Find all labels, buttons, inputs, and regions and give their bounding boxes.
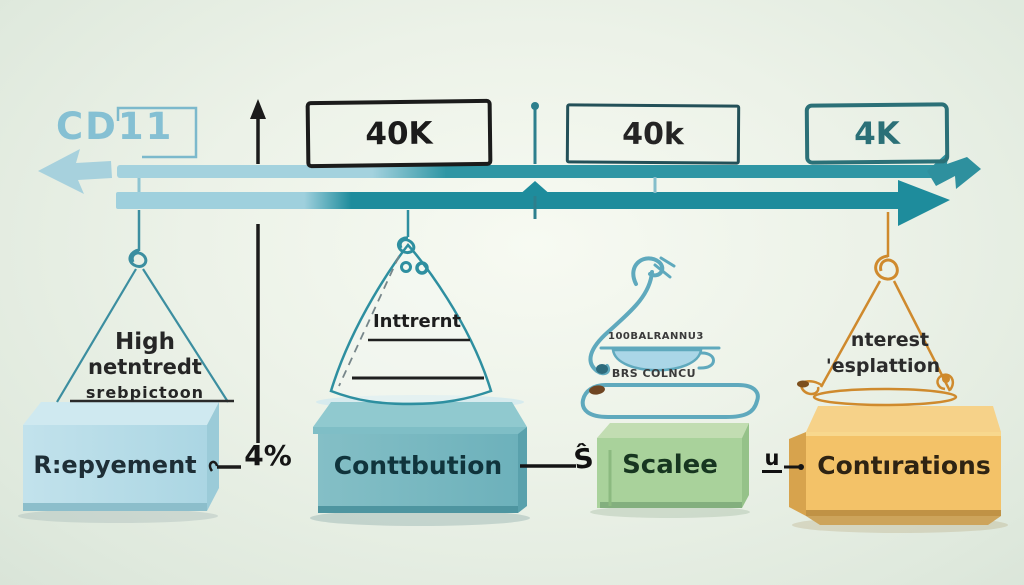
caption-line: High	[115, 329, 175, 355]
caption-line: srebpictoon	[85, 383, 205, 402]
teacup-bottom-text: BRS COLNCU	[611, 367, 697, 380]
up-arrowhead-icon	[518, 181, 552, 196]
connector-lines	[208, 460, 804, 472]
contributions-box-3d	[789, 406, 1001, 525]
teacup-top-text: 100BALRANNU3	[608, 331, 704, 342]
rate-label: 4%	[244, 439, 292, 472]
scale-box-label: Scalee	[622, 450, 718, 480]
pendulum-right-caption-line2: 'esplattion	[825, 355, 941, 377]
repayment-box-3d	[23, 402, 219, 511]
pendulum-left	[56, 210, 234, 403]
contribution-box-3d	[313, 395, 527, 513]
teacup-figure	[580, 256, 760, 419]
up-arrow-icon	[250, 99, 266, 119]
right-arrow-icon	[927, 151, 981, 189]
hook-icon	[128, 248, 148, 268]
pendulum-right-caption-line1: nterest	[850, 329, 930, 351]
milestone-label: 40k	[622, 116, 684, 152]
cd-label: CD11	[56, 105, 174, 148]
caption-line: netntredt	[88, 355, 202, 379]
pendulum-bell	[329, 210, 493, 406]
milestone-box-40k: 40k	[565, 103, 741, 165]
pendulum-left-caption: High netntredt srebpictoon	[52, 330, 238, 404]
repayment-box-label: R:epyement	[33, 451, 197, 479]
contribution-box-label: Conttbution	[333, 451, 503, 480]
timeline-bars	[116, 165, 950, 226]
milestone-label: 40K	[365, 115, 433, 152]
cd11-frame	[116, 106, 198, 159]
scale-box-3d	[597, 423, 749, 508]
knot-icon	[874, 254, 899, 281]
milestone-label: 4K	[854, 115, 900, 152]
left-arrow-icon	[38, 149, 112, 194]
u-symbol: u	[762, 446, 782, 474]
rate-axis	[250, 99, 266, 443]
pendulum-bell-caption: Inttrernt	[372, 311, 462, 332]
hook-icon	[396, 236, 416, 255]
milestone-box-4K: 4K	[804, 102, 950, 165]
dollar-symbol: Ŝ	[571, 442, 596, 477]
timeline-arrowhead-icon	[898, 180, 950, 226]
milestone-box-40K: 40K	[305, 98, 493, 169]
contributions-box-label: Contırations	[817, 451, 991, 480]
timeline-marker	[518, 102, 552, 219]
pendulum-right	[797, 212, 958, 407]
